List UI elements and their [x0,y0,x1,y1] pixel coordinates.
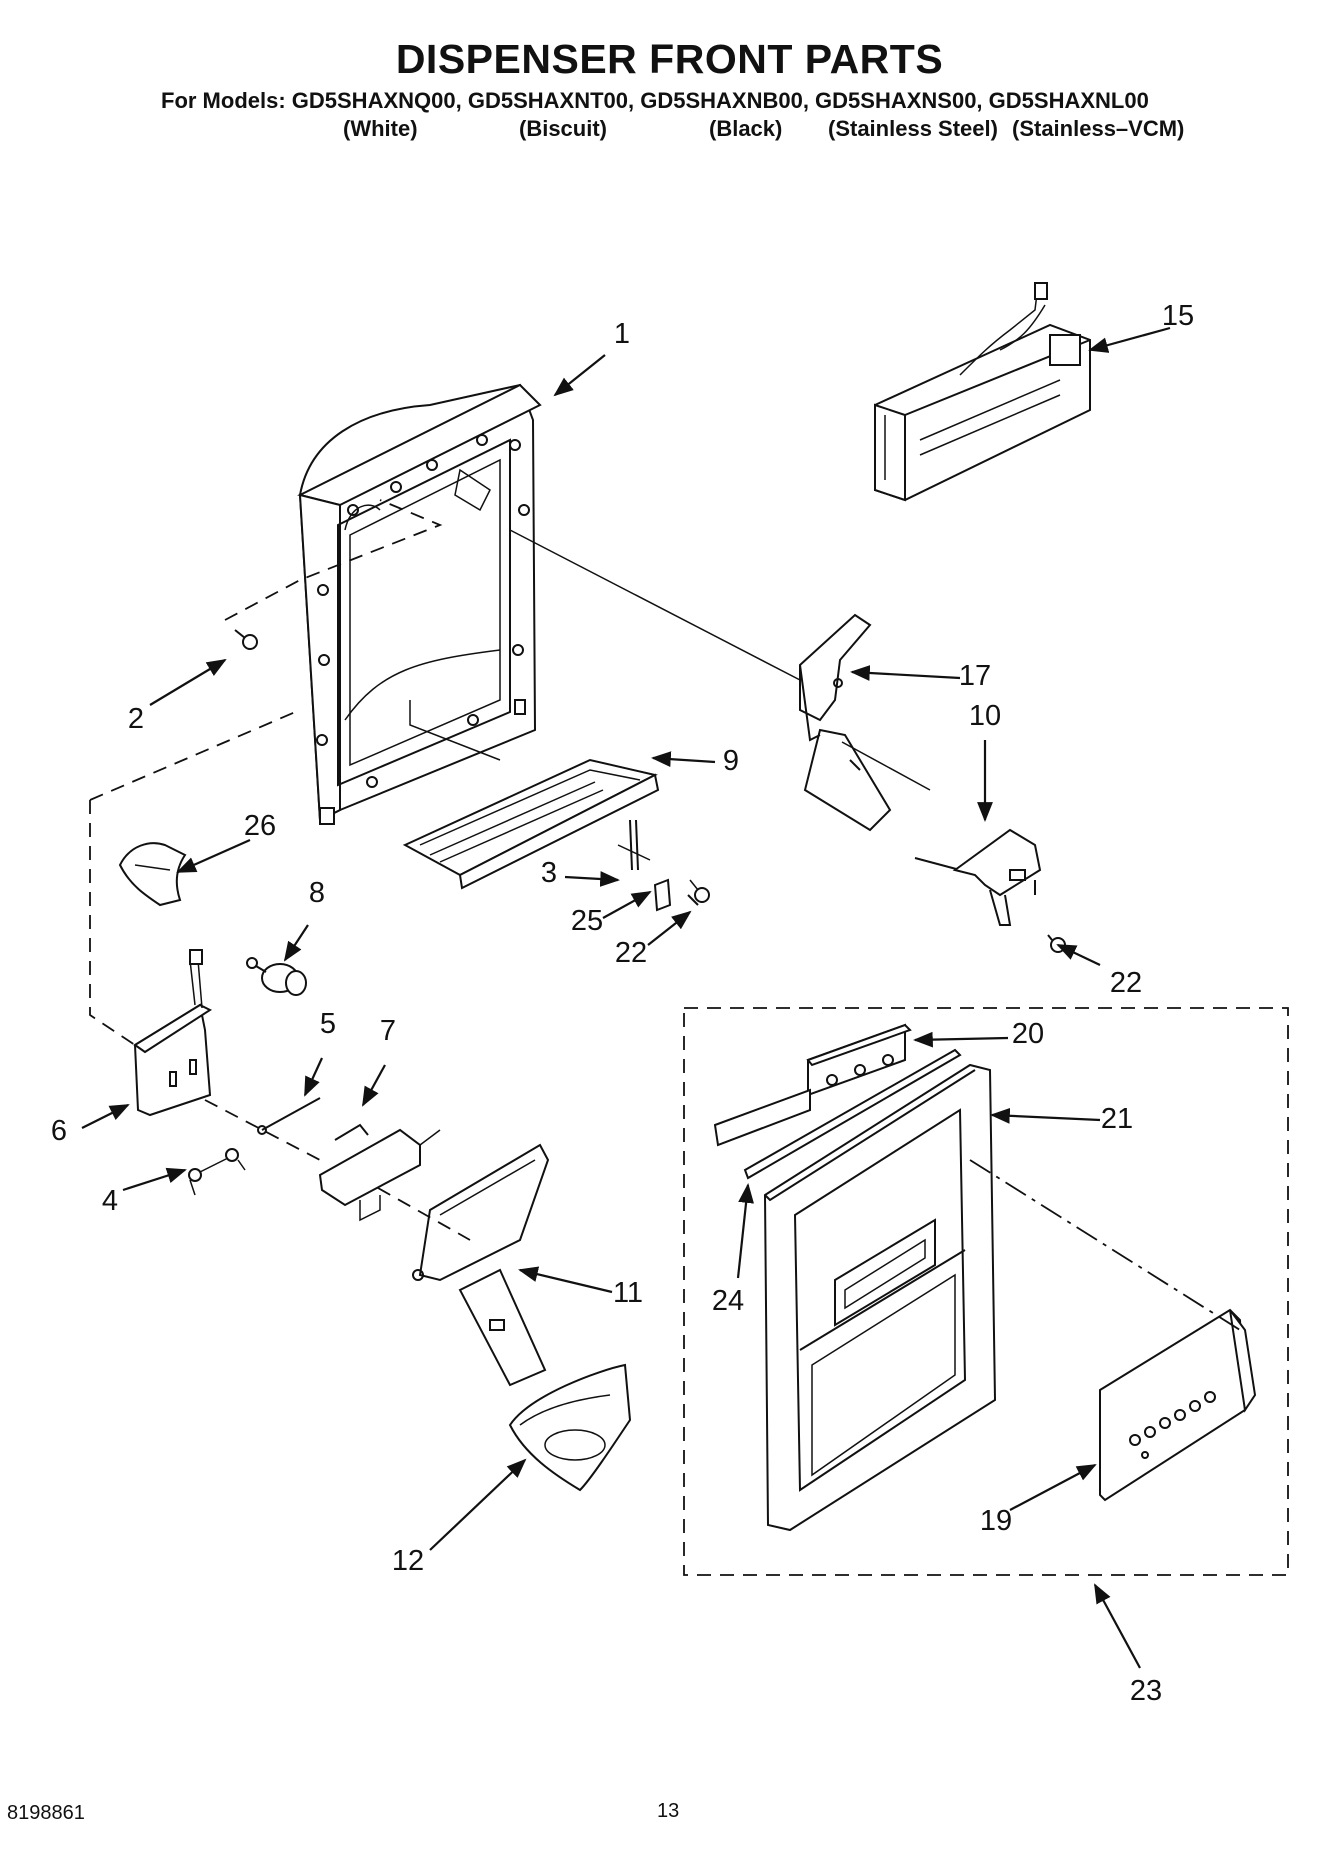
assembly-line-housing-left [89,709,301,801]
part-5-pin [257,1097,321,1135]
callout-label-4: 4 [102,1185,118,1217]
callout-arrow-22 [647,910,692,946]
callout-arrow-11 [518,1266,613,1294]
part-4-spring [188,1148,246,1196]
part-12-funnel [508,1363,632,1492]
callout-label-17: 17 [959,660,991,692]
callout-label-20: 20 [1012,1018,1044,1050]
callout-arrow-21 [990,1107,1101,1124]
group-23-boundary [683,1007,1289,1576]
callout-label-9: 9 [723,745,739,777]
callout-arrow-7 [362,1064,386,1107]
callout-label-10: 10 [969,700,1001,732]
callout-label-11: 11 [613,1277,643,1309]
assembly-line-10 [841,741,931,791]
page-title: DISPENSER FRONT PARTS [395,36,944,82]
callout-arrow-17 [850,665,961,681]
callout-arrow-6 [81,1104,130,1129]
callout-label-22: 22 [1110,967,1142,999]
part-1-housing [297,383,542,825]
page-number: 13 [657,1800,680,1822]
part-21-front-panel [763,1063,997,1532]
callout-label-12: 12 [392,1545,424,1577]
part-20-bracket [713,1023,912,1147]
callout-arrow-22 [1056,944,1101,966]
callout-label-2: 2 [128,703,144,735]
part-2-screw [234,629,258,650]
callout-label-19: 19 [980,1505,1012,1537]
part-9-drip-tray [402,758,660,890]
callout-label-22: 22 [615,937,647,969]
callout-arrow-5 [304,1057,323,1097]
part-8-solenoid [246,957,307,996]
callout-label-6: 6 [51,1115,67,1147]
models-line: For Models: GD5SHAXNQ00, GD5SHAXNT00, GD… [161,88,1149,113]
finish-white: (White) [343,116,418,141]
callout-arrow-15 [1088,326,1171,353]
finish-stainless-vcm: (Stainless–VCM) [1012,116,1185,141]
callout-label-8: 8 [309,877,325,909]
callout-labels: 1 15 2 17 10 9 26 3 8 25 22 22 5 7 20 6 21 4 24 11 19 12 23 [51,300,1194,1707]
callout-arrow-1 [553,354,606,397]
assembly-line-7 [377,1187,471,1241]
part-11-paddle [412,1143,550,1387]
part-25-spring [653,878,672,912]
callout-arrow-25 [602,891,652,919]
callout-arrow-26 [176,838,251,874]
callout-label-5: 5 [320,1008,336,1040]
callout-arrow-24 [736,1183,754,1279]
callout-arrow-20 [913,1031,1009,1048]
part-3-clip [617,819,651,871]
finish-stainless-steel: (Stainless Steel) [828,116,998,141]
part-24-trim-strip [743,1048,962,1180]
part-6-module [133,949,213,1117]
assembly-line-17 [509,529,801,681]
callout-arrows [81,326,1171,1669]
callout-label-7: 7 [380,1015,396,1047]
callout-label-24: 24 [712,1285,744,1317]
part-26-cover [118,842,187,907]
assembly-line-9 [409,700,501,761]
part-15-control-assembly [874,282,1091,502]
part-17-lever [799,613,892,832]
callout-label-21: 21 [1101,1103,1133,1135]
callout-arrow-2 [149,658,227,706]
assembly-line-19 [969,1159,1241,1331]
callout-arrow-19 [1009,1464,1097,1511]
callout-label-25: 25 [571,905,603,937]
callout-arrow-3 [564,871,620,887]
finish-biscuit: (Biscuit) [519,116,607,141]
callout-label-26: 26 [244,810,276,842]
part-10-actuator [914,828,1042,926]
callout-label-15: 15 [1162,300,1194,332]
callout-label-3: 3 [541,857,557,889]
finish-black: (Black) [709,116,783,141]
part-22-screw-right [1047,934,1066,953]
callout-arrow-4 [122,1167,187,1192]
doc-number: 8198861 [7,1802,85,1824]
assembly-line-6 [89,800,136,1046]
callout-label-1: 1 [614,318,630,350]
callout-arrow-8 [283,924,309,962]
part-7-switch [318,1123,441,1222]
part-22-screw-center [687,879,710,906]
part-19-control-panel [1099,1308,1257,1502]
callout-label-23: 23 [1130,1675,1162,1707]
callout-arrow-12 [429,1458,527,1551]
callout-arrow-23 [1094,1583,1141,1669]
callout-arrow-9 [651,751,716,768]
